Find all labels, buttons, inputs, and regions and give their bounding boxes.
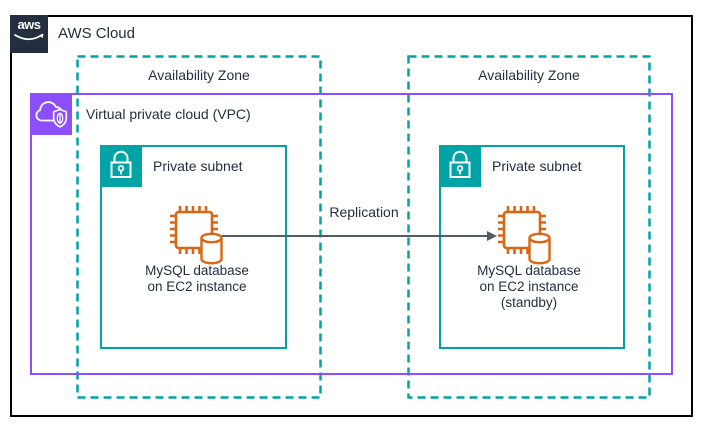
- ec2-database-icon-right: [498, 206, 551, 265]
- aws-cloud-icon: aws: [10, 15, 48, 53]
- node-label-right-line3: (standby): [500, 295, 558, 310]
- aws-smile-icon: [14, 33, 44, 41]
- ec2-database-icon-left: [170, 206, 223, 265]
- replication-arrow-label: Replication: [329, 204, 399, 220]
- padlock-icon: [449, 150, 471, 178]
- private-subnet-right-label: Private subnet: [492, 158, 582, 174]
- node-label-left: MySQL database on EC2 instance: [115, 263, 279, 295]
- availability-zone-right-border: [407, 55, 651, 399]
- private-subnet-right-border: [439, 145, 625, 349]
- private-subnet-right-icon: [439, 145, 481, 187]
- availability-zone-right-label: Availability Zone: [478, 67, 580, 83]
- vpc-icon: [30, 93, 72, 135]
- node-label-right: MySQL database on EC2 instance (standby): [447, 263, 611, 311]
- aws-logo-text: aws: [17, 17, 41, 32]
- private-subnet-left-label: Private subnet: [153, 158, 243, 174]
- node-label-right-line1: MySQL database: [477, 263, 581, 278]
- vpc-label: Virtual private cloud (VPC): [86, 106, 251, 122]
- cloud-shield-icon: [35, 101, 68, 128]
- private-subnet-left-border: [100, 145, 287, 349]
- replication-arrow: [222, 231, 497, 241]
- aws-cloud-group-border: [10, 15, 693, 417]
- node-label-left-line2: on EC2 instance: [147, 279, 247, 294]
- node-label-left-line1: MySQL database: [145, 263, 249, 278]
- availability-zone-left-label: Availability Zone: [148, 67, 250, 83]
- availability-zone-left-border: [76, 55, 322, 399]
- aws-cloud-label: AWS Cloud: [58, 25, 135, 42]
- padlock-icon: [110, 150, 132, 178]
- node-label-right-line2: on EC2 instance: [479, 279, 579, 294]
- private-subnet-left-icon: [100, 145, 142, 187]
- vpc-group-border: [30, 93, 673, 375]
